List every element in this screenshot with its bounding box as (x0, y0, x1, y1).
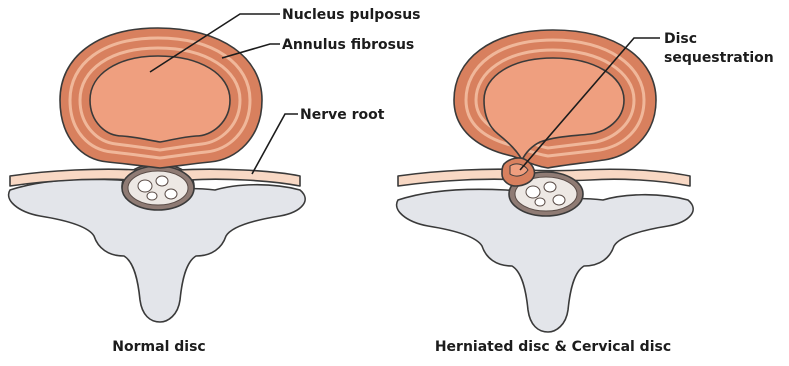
label-nucleus-pulposus: Nucleus pulposus (282, 7, 421, 23)
label-disc-sequestration-line1: Disc (664, 31, 697, 47)
herniated-disc-illustration (397, 30, 694, 332)
caption-normal-disc: Normal disc (112, 339, 205, 355)
normal-nucleus-pulposus (90, 56, 230, 142)
label-disc-sequestration-line2: sequestration (664, 50, 774, 66)
label-nerve-root: Nerve root (300, 107, 385, 123)
normal-disc-illustration (9, 28, 306, 322)
caption-herniated-disc: Herniated disc & Cervical disc (435, 339, 671, 355)
label-annulus-fibrosus: Annulus fibrosus (282, 37, 414, 53)
